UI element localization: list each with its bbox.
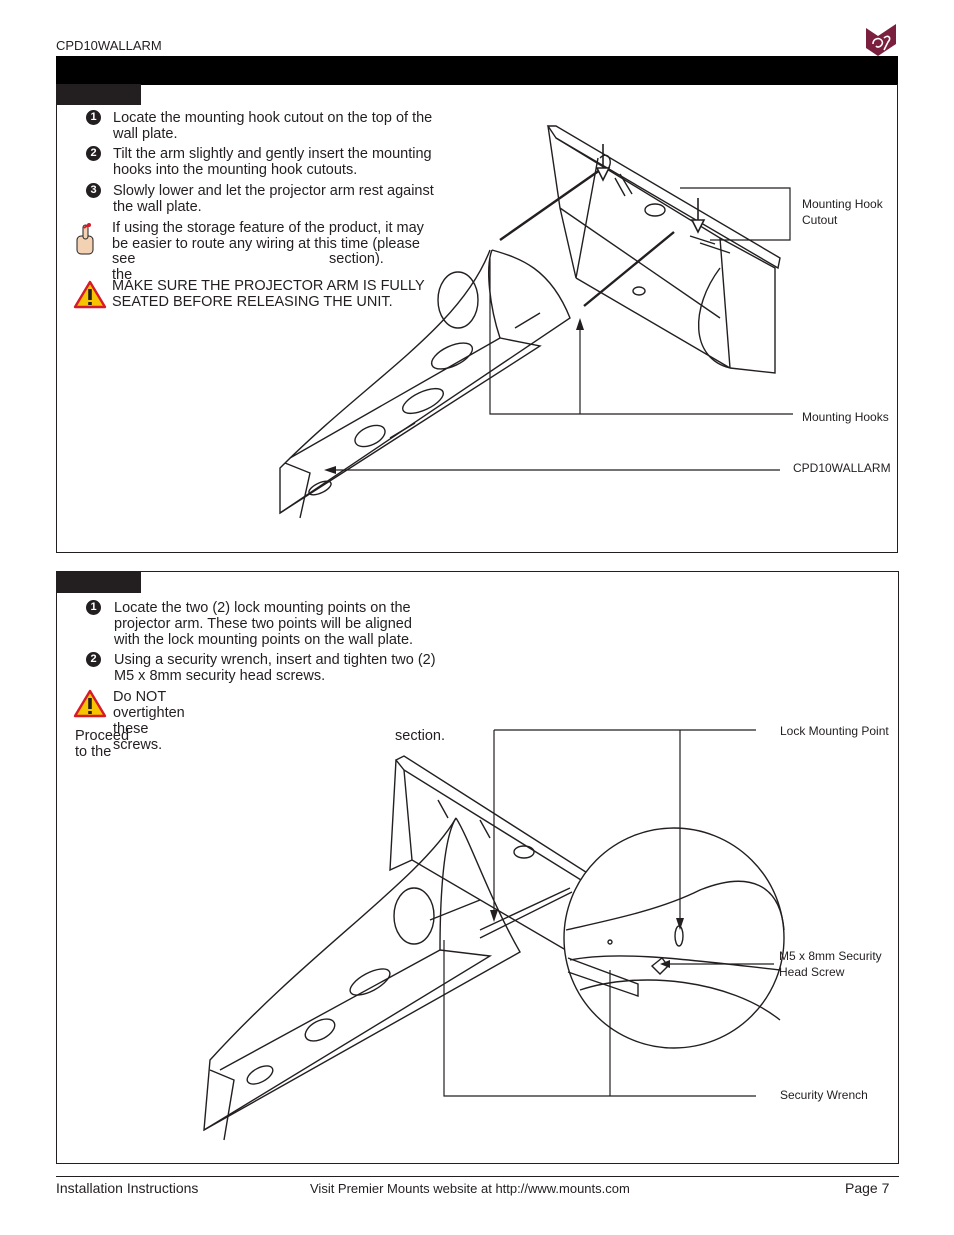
warning-icon	[73, 280, 107, 309]
arm-installation-illustration	[279, 125, 793, 519]
step-number-badge: 2	[86, 146, 101, 161]
lock-installation-illustration	[203, 729, 785, 1141]
step-number-badge: 2	[86, 652, 101, 667]
callout-model: CPD10WALLARM	[793, 461, 891, 475]
step-number-badge: 1	[86, 600, 101, 615]
premier-logo-icon	[866, 24, 896, 56]
warning-icon	[73, 689, 107, 718]
callout-lock-mounting-point: Lock Mounting Point	[780, 724, 889, 738]
callout-mounting-hook-cutout: Mounting Hook Cutout	[802, 197, 883, 227]
note-text-line: see the	[112, 251, 136, 283]
lock-arm-panel	[56, 571, 899, 1164]
install-arm-panel	[56, 84, 898, 553]
warning-message: MAKE SURE THE PROJECTOR ARM IS FULLY SEA…	[112, 278, 425, 310]
proceed-text: section.	[395, 728, 445, 744]
step-tab	[57, 84, 141, 105]
footer-website: Visit Premier Mounts website at http://w…	[310, 1181, 630, 1196]
step-tab	[57, 572, 141, 593]
step-text: Locate the mounting hook cutout on the t…	[113, 110, 433, 142]
note-text-line: be easier to route any wiring at this ti…	[112, 236, 420, 252]
footer-divider	[56, 1176, 899, 1177]
document-model-header: CPD10WALLARM	[56, 38, 162, 53]
step-text: Locate the two (2) lock mounting points …	[114, 600, 414, 648]
step-text: Tilt the arm slightly and gently insert …	[113, 146, 432, 178]
step-number-badge: 1	[86, 110, 101, 125]
section-title-bar	[56, 56, 898, 85]
note-text-line: section).	[329, 251, 384, 267]
page-number: Page 7	[845, 1180, 890, 1196]
callout-security-wrench: Security Wrench	[780, 1088, 868, 1102]
warning-message: Do NOT overtighten these screws.	[113, 689, 185, 753]
finger-note-icon	[76, 223, 94, 255]
step-text: Using a security wrench, insert and tigh…	[114, 652, 436, 684]
note-text-line: If using the storage feature of the prod…	[112, 220, 424, 236]
step-number-badge: 3	[86, 183, 101, 198]
callout-mounting-hooks: Mounting Hooks	[802, 410, 889, 424]
proceed-text: Proceed to the	[75, 728, 130, 760]
callout-security-screw: M5 x 8mm Security Head Screw	[779, 949, 882, 979]
footer-doc-title: Installation Instructions	[56, 1180, 199, 1196]
step-text: Slowly lower and let the projector arm r…	[113, 183, 434, 215]
